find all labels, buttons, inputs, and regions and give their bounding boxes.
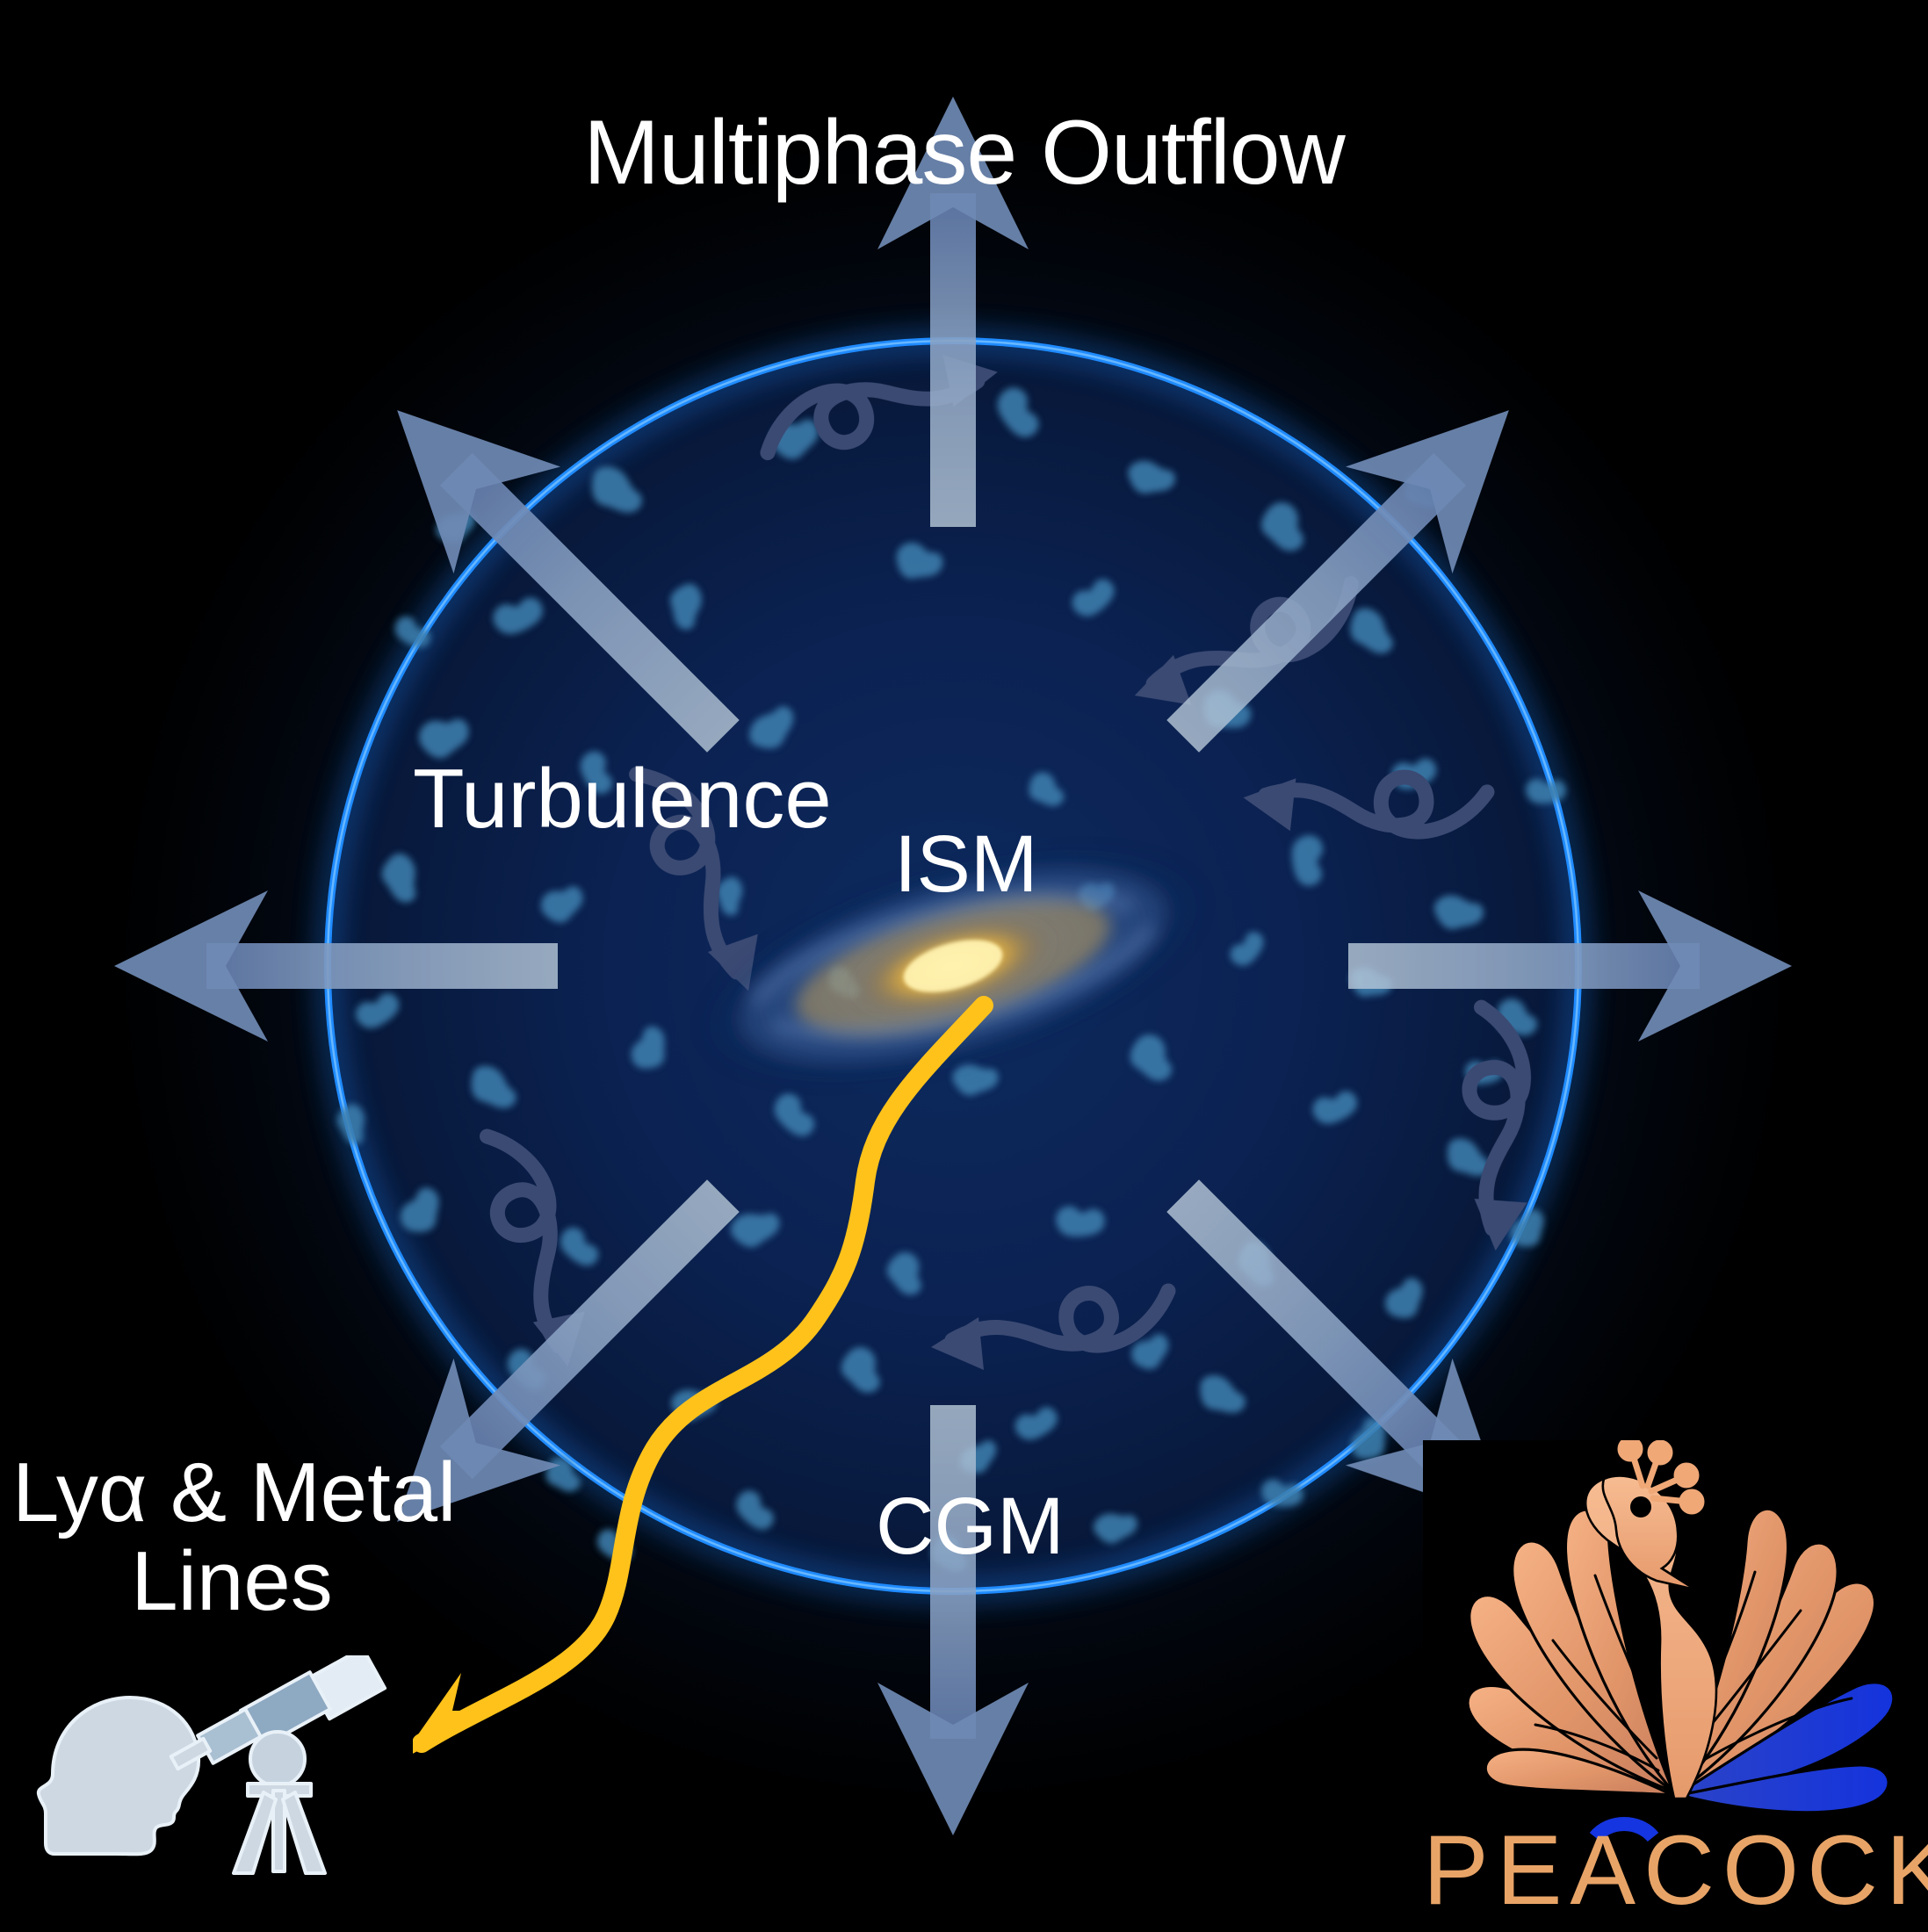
outflow-arrow-icon — [114, 97, 1792, 1835]
label-ism: ISM — [894, 819, 1038, 909]
peacock-accent-arc — [1589, 1817, 1659, 1842]
peacock-logo-panel: PEACOCK — [1423, 1436, 1928, 1932]
peacock-icon — [1466, 1436, 1896, 1842]
label-lya-metal-lines: Lyα & Metal Lines — [12, 1445, 457, 1628]
spiral-galaxy-icon — [697, 847, 1209, 1085]
label-cgm: CGM — [876, 1481, 1065, 1571]
observer-telescope-svg — [36, 1646, 387, 1875]
telescope-icon — [169, 1646, 387, 1875]
observer-panel — [0, 1646, 413, 1932]
label-turbulence: Turbulence — [413, 752, 832, 846]
label-multiphase-outflow: Multiphase Outflow — [583, 102, 1345, 204]
photon-path-icon — [400, 996, 993, 1761]
observer-head-icon — [36, 1695, 201, 1856]
peacock-wordmark: PEACOCK — [1423, 1815, 1928, 1925]
